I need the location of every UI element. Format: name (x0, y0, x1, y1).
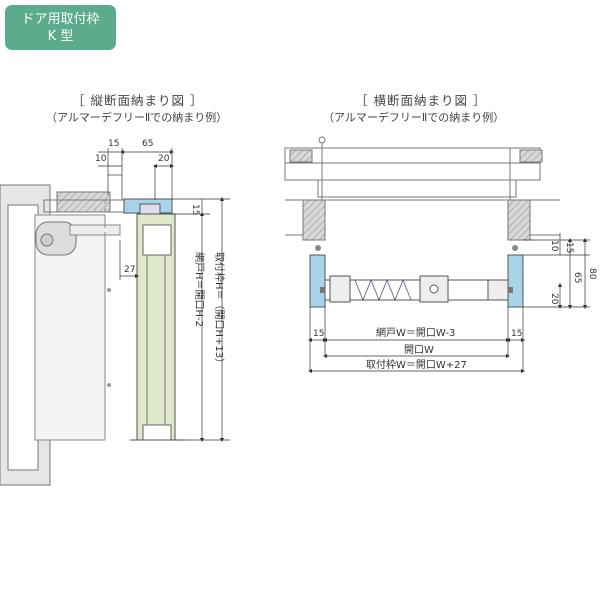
dim-h-15: 15 (564, 242, 574, 253)
dim-h-right15: 15 (511, 329, 522, 339)
label-opening-width: 開口W (404, 344, 434, 356)
label-frame-width: 取付枠W＝開口W+27 (366, 358, 467, 371)
screen-section (324, 279, 509, 301)
dim-v-15b: 15 (190, 204, 200, 215)
dim-h-10: 10 (549, 240, 559, 252)
dim-v-10: 10 (95, 154, 107, 164)
vertical-section-subtitle: （アルマーデフリーⅡでの納まり例） (46, 111, 228, 124)
left-jamb (302, 199, 326, 241)
left-mount-frame (309, 254, 326, 308)
dim-h-80: 80 (587, 268, 597, 280)
dim-h-20: 20 (549, 293, 559, 305)
badge-line1: ドア用取付枠 (21, 12, 100, 27)
label-screen-height: 網戸H＝開口H-2 (193, 252, 206, 327)
lintel-hatch (56, 191, 111, 213)
label-frame-height: 取付枠H＝（開口H+13） (213, 252, 226, 368)
door-closer (35, 221, 77, 256)
right-mount-frame (507, 254, 524, 308)
vertical-section-title: ［ 縦断面納まり図 ］ (72, 93, 204, 108)
dim-v-20: 20 (158, 154, 170, 164)
dim-v-15: 15 (108, 139, 119, 149)
dim-v-65: 65 (142, 139, 153, 149)
horizontal-section-subtitle: （アルマーデフリーⅡでの納まり例） (323, 111, 505, 124)
horizontal-section-title: ［ 横断面納まり図 ］ (355, 93, 487, 108)
dim-v-27: 27 (124, 265, 135, 275)
dim-h-65: 65 (572, 272, 582, 283)
dim-h-left15: 15 (313, 329, 324, 339)
label-screen-width: 網戸W＝開口W-3 (376, 326, 455, 339)
vertical-section-drawing: 15 65 10 20 27 15 網戸H＝開口H-2 取付枠H＝（開口H+13… (0, 139, 230, 486)
product-badge: ドア用取付枠 K 型 (5, 5, 116, 50)
horizontal-section-drawing: 10 15 65 80 20 15 15 網戸W＝開口W-3 開口W 取付枠W＝… (284, 136, 597, 374)
badge-line2: K 型 (47, 29, 74, 44)
right-jamb (507, 199, 531, 241)
